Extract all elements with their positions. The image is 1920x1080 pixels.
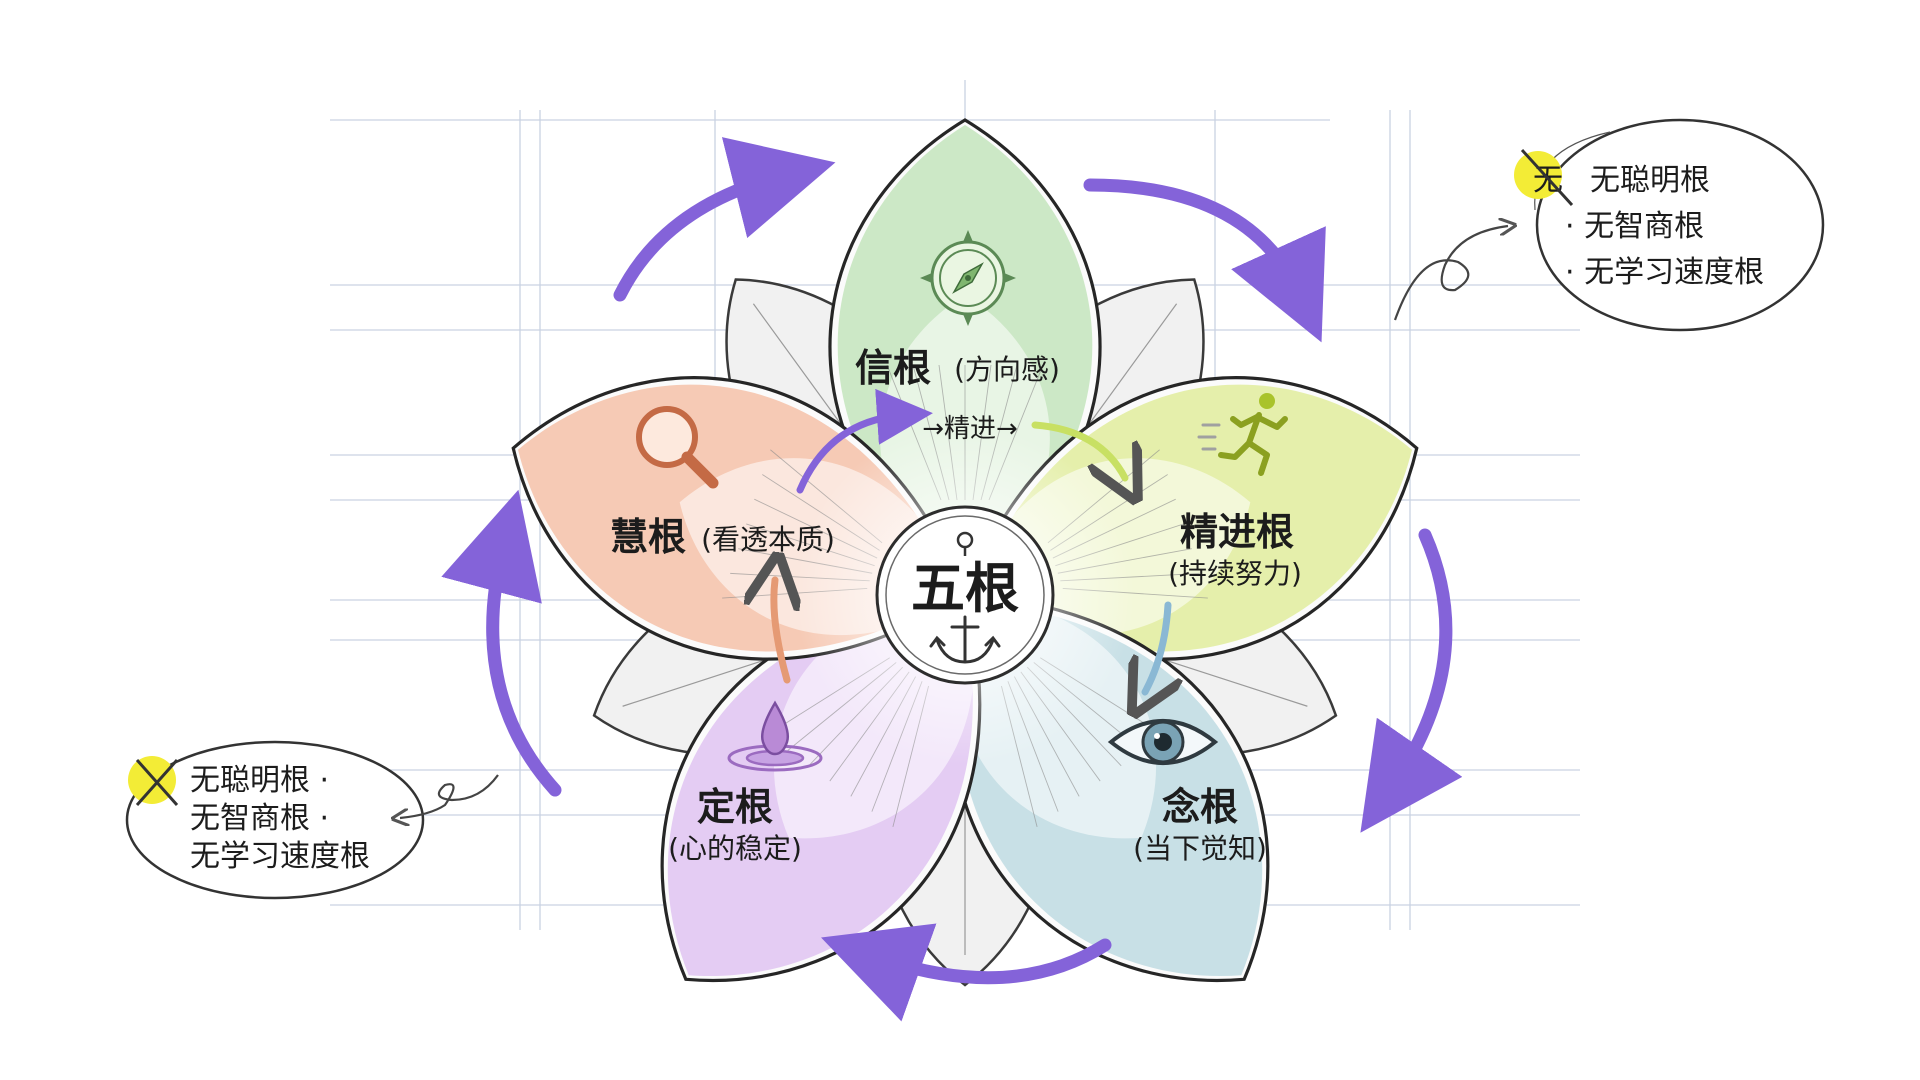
water-drop-icon — [727, 700, 823, 772]
petal-title-ding: 定根 — [697, 785, 773, 829]
inner-flow-arrows: →精进→ — [774, 388, 1168, 692]
anchor-icon — [929, 615, 1001, 664]
petal-subtitle-ding: (心的稳定) — [668, 832, 802, 865]
note-left-line-1: 无聪明根 · — [190, 763, 329, 798]
note-right-line-1: 无聪明根 — [1590, 163, 1710, 198]
petal-title-nian: 念根 — [1162, 785, 1238, 829]
keyhole-icon — [956, 531, 974, 556]
flow-label: →精进→ — [922, 414, 1018, 444]
eye-icon — [1107, 719, 1219, 765]
note-right-line-3: · 无学习速度根 — [1565, 255, 1764, 290]
petal-nian: 念根 (当下觉知) — [1133, 785, 1267, 865]
note-left: 无聪明根 · 无智商根 · 无学习速度根 — [125, 740, 499, 900]
strike-mark — [1520, 148, 1574, 207]
petal-subtitle-jingjin: (持续努力) — [1168, 557, 1302, 590]
petal-xin: 信根 (方向感) — [855, 346, 1060, 390]
highlight-mark — [1514, 151, 1562, 199]
petal-ding: 定根 (心的稳定) — [668, 785, 802, 865]
compass-icon — [920, 230, 1016, 326]
petal-title-jingjin: 精进根 — [1180, 510, 1294, 554]
petal-subtitle-nian: (当下觉知) — [1133, 832, 1267, 865]
petal-subtitle-xin: (方向感) — [954, 353, 1060, 386]
center-hub: 五根 — [795, 425, 1135, 765]
note-right: 无 无聪明根 · 无智商根 · 无学习速度根 — [1393, 118, 1825, 332]
note-left-line-2: 无智商根 · — [190, 801, 329, 836]
cycle-arrows — [441, 137, 1463, 1022]
petal-jingjin: 精进根 (持续努力) — [1168, 510, 1302, 590]
center-label: 五根 — [911, 557, 1019, 620]
note-right-line-2: · 无智商根 — [1565, 209, 1704, 244]
running-person-icon — [1197, 393, 1288, 476]
petal-title-hui: 慧根 — [610, 515, 686, 559]
petal-subtitle-hui: (看透本质) — [701, 523, 835, 556]
petal-title-xin: 信根 — [855, 346, 931, 390]
magnifier-icon — [636, 406, 719, 489]
note-left-line-3: 无学习速度根 — [190, 839, 370, 874]
